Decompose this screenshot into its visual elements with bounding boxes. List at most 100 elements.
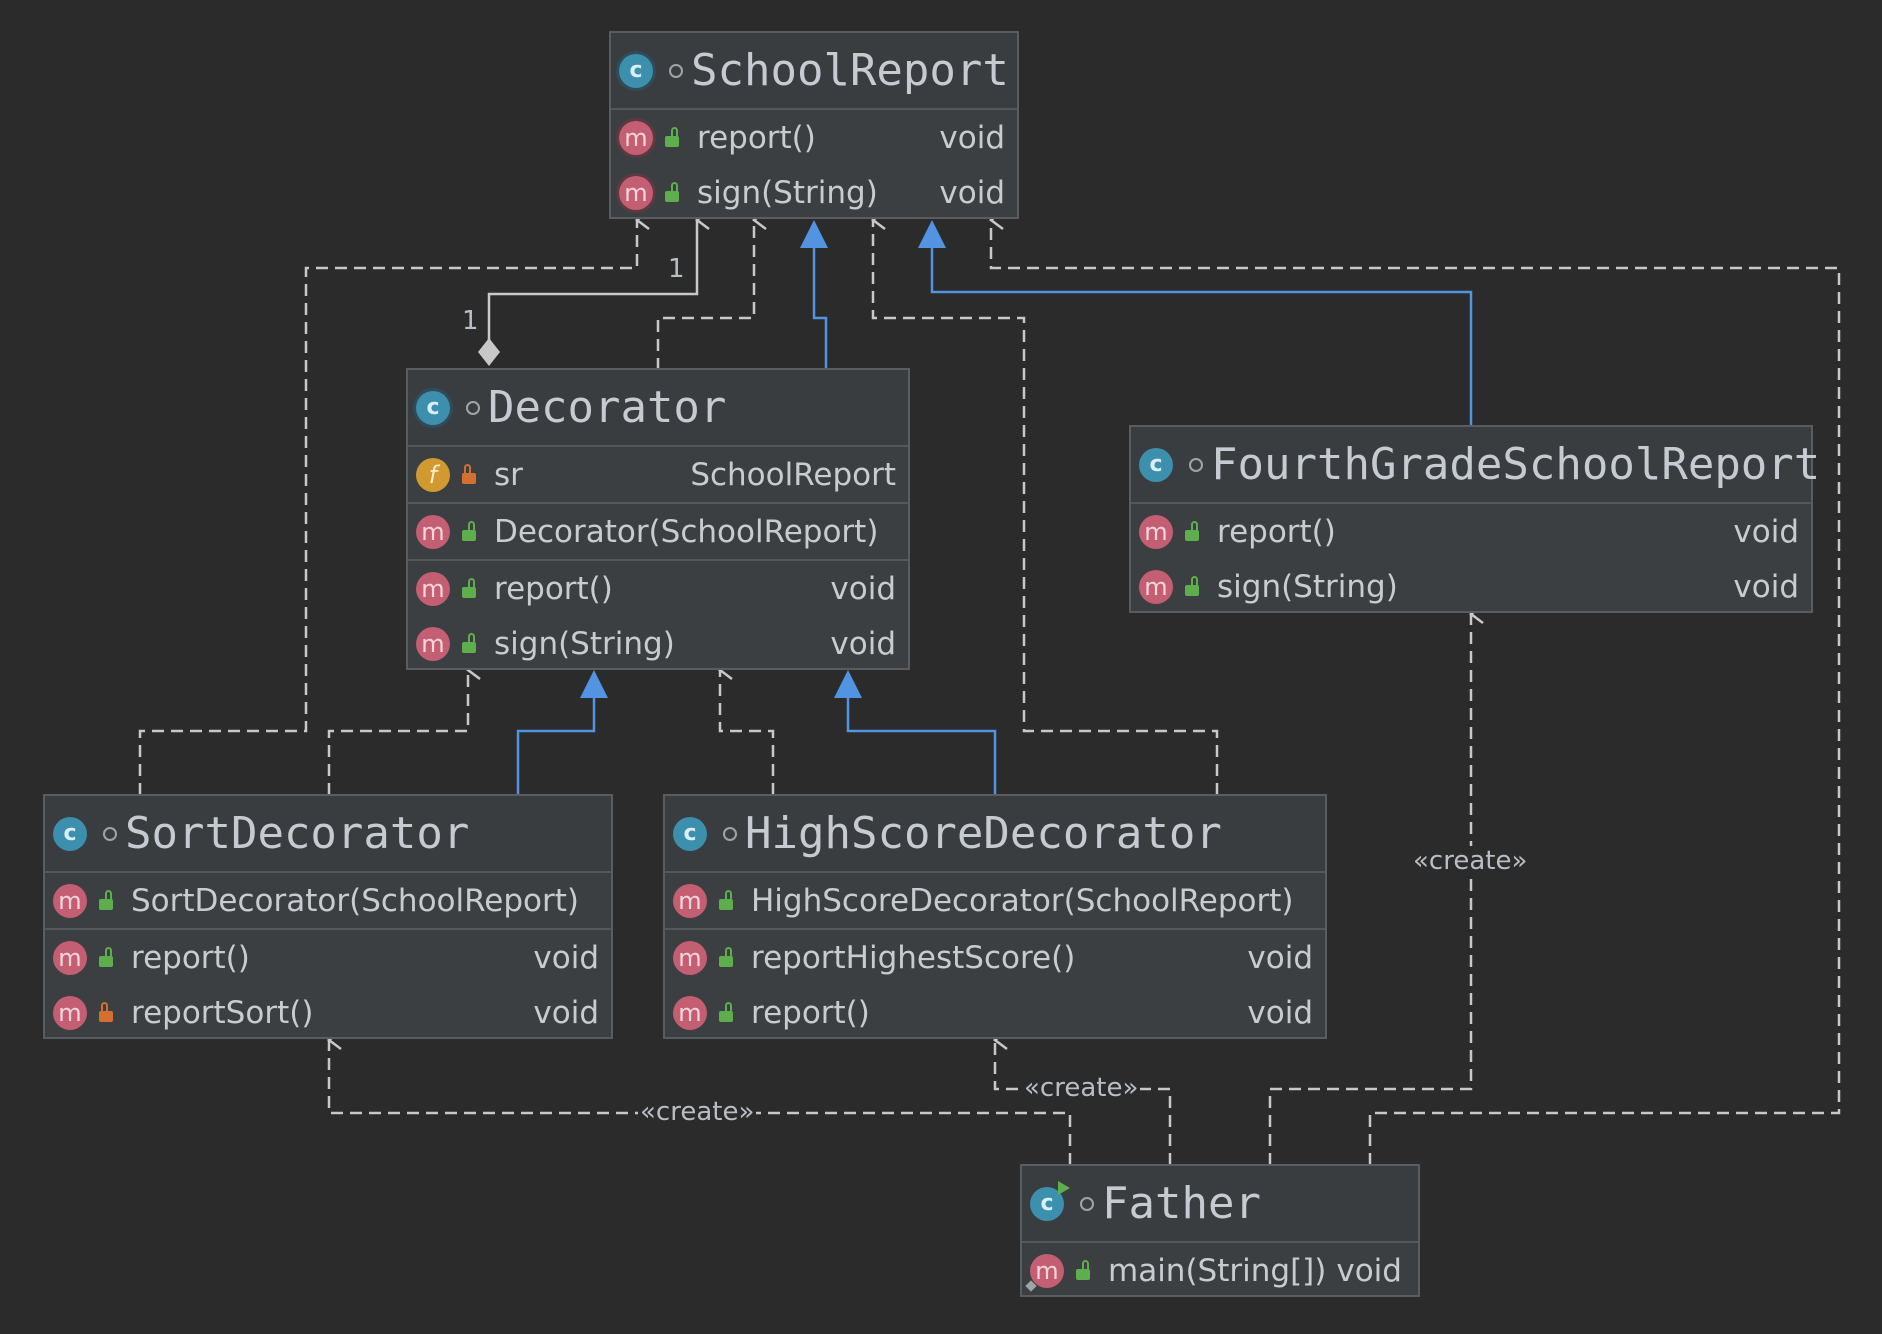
- method-row[interactable]: m sign(String) void: [611, 165, 1017, 220]
- class-name: FourthGradeSchoolReport: [1211, 439, 1821, 490]
- method-icon: m: [673, 940, 707, 975]
- methods-section: m report() void m reportSort() void: [45, 930, 611, 1040]
- methods-section: m report() void m sign(String) void: [408, 561, 908, 671]
- inherit-arrow-highscore: [834, 670, 862, 698]
- edge-decorator-extends-schoolreport: [812, 248, 828, 370]
- method-icon-letter: m: [1035, 1256, 1059, 1285]
- edge-fourthgrade-extends-schoolreport: [930, 248, 1473, 425]
- class-icon-letter: c: [1040, 1191, 1054, 1216]
- public-lock-icon: [462, 521, 476, 541]
- method-icon: m: [619, 120, 653, 155]
- method-row[interactable]: m main(String[]) void: [1022, 1243, 1418, 1298]
- method-row[interactable]: m report() void: [611, 110, 1017, 165]
- inherit-arrow-fourthgrade: [918, 220, 946, 248]
- methods-section: m report() void m sign(String) void: [1131, 504, 1811, 614]
- method-icon: m: [53, 940, 87, 975]
- methods-section: m main(String[]) void: [1022, 1243, 1418, 1298]
- method-row[interactable]: m reportSort() void: [45, 985, 611, 1040]
- class-header: c Father: [1022, 1166, 1418, 1243]
- method-name: report(): [1217, 513, 1336, 550]
- edge-highscore-extends-decorator: [846, 698, 997, 795]
- constructor-name: SortDecorator(SchoolReport): [131, 882, 579, 919]
- class-icon: c: [1139, 447, 1173, 482]
- return-type: void: [1733, 568, 1799, 605]
- methods-section: m report() void m sign(String) void: [611, 110, 1017, 220]
- method-icon: m: [53, 883, 87, 918]
- return-type: void: [830, 570, 896, 607]
- class-node-fourthgradeschoolreport[interactable]: c FourthGradeSchoolReport m report() voi…: [1129, 425, 1820, 614]
- create-label-sortdecorator: «create»: [638, 1097, 757, 1127]
- class-node-father[interactable]: c Father m main(String[]) void: [1020, 1164, 1420, 1297]
- edge-sortdecorator-to-decorator: [327, 670, 468, 795]
- field-row[interactable]: f sr SchoolReport: [408, 447, 908, 502]
- class-icon: c: [673, 816, 707, 851]
- create-label-highscore: «create»: [1022, 1073, 1141, 1103]
- return-type: void: [533, 994, 599, 1031]
- visibility-dot-icon: [103, 826, 117, 841]
- fields-section: f sr SchoolReport: [408, 447, 908, 504]
- public-lock-icon: [462, 633, 476, 653]
- class-header: c Decorator: [408, 370, 908, 447]
- visibility-dot-icon: [669, 63, 683, 78]
- class-node-schoolreport[interactable]: c SchoolReport m report() void m sign(St…: [609, 31, 1019, 219]
- method-icon: m: [673, 995, 707, 1030]
- visibility-dot-icon: [1189, 457, 1203, 472]
- class-name: SchoolReport: [691, 45, 1009, 96]
- method-name: report(): [494, 570, 613, 607]
- return-type: void: [939, 174, 1005, 211]
- method-row[interactable]: m report() void: [665, 985, 1325, 1040]
- constructor-row[interactable]: m HighScoreDecorator(SchoolReport): [665, 873, 1325, 928]
- class-name: Father: [1102, 1178, 1261, 1229]
- method-row[interactable]: m sign(String) void: [408, 616, 908, 671]
- create-label-fourthgrade: «create»: [1411, 846, 1530, 876]
- method-name: sign(String): [1217, 568, 1398, 605]
- public-lock-icon: [719, 890, 733, 910]
- constructors-section: m Decorator(SchoolReport): [408, 504, 908, 561]
- return-type: void: [1733, 513, 1799, 550]
- constructors-section: m HighScoreDecorator(SchoolReport): [665, 873, 1325, 930]
- method-name: report(): [697, 119, 816, 156]
- method-icon: m: [1139, 514, 1173, 549]
- constructor-name: HighScoreDecorator(SchoolReport): [751, 882, 1294, 919]
- class-header: c HighScoreDecorator: [665, 796, 1325, 873]
- method-name: report(): [131, 939, 250, 976]
- class-node-sortdecorator[interactable]: c SortDecorator m SortDecorator(SchoolRe…: [43, 794, 613, 1039]
- visibility-dot-icon: [466, 400, 480, 415]
- public-lock-icon: [99, 947, 113, 967]
- method-row[interactable]: m reportHighestScore() void: [665, 930, 1325, 985]
- method-row[interactable]: m report() void: [1131, 504, 1811, 559]
- static-method-icon: m: [1025, 1253, 1064, 1292]
- method-icon: m: [1139, 569, 1173, 604]
- public-lock-icon: [719, 947, 733, 967]
- inherit-arrow-sortdecorator: [580, 670, 608, 698]
- class-node-highscoredecorator[interactable]: c HighScoreDecorator m HighScoreDecorato…: [663, 794, 1327, 1039]
- method-row[interactable]: m report() void: [408, 561, 908, 616]
- methods-section: m reportHighestScore() void m report() v…: [665, 930, 1325, 1040]
- method-name: report(): [751, 994, 870, 1031]
- multiplicity-target: 1: [668, 254, 685, 284]
- visibility-dot-icon: [1080, 1196, 1094, 1211]
- constructor-row[interactable]: m Decorator(SchoolReport): [408, 504, 908, 559]
- field-icon: f: [416, 457, 450, 492]
- public-lock-icon: [665, 127, 679, 147]
- class-name: HighScoreDecorator: [745, 808, 1222, 859]
- constructor-name: Decorator(SchoolReport): [494, 513, 879, 550]
- class-icon: c: [416, 390, 450, 425]
- field-type: SchoolReport: [690, 456, 896, 493]
- edge-sortdecorator-extends-decorator: [516, 698, 596, 795]
- class-icon: c: [53, 816, 87, 851]
- method-name: main(String[]): [1108, 1252, 1327, 1289]
- return-type: void: [533, 939, 599, 976]
- private-lock-icon: [462, 464, 476, 484]
- constructor-row[interactable]: m SortDecorator(SchoolReport): [45, 873, 611, 928]
- method-row[interactable]: m sign(String) void: [1131, 559, 1811, 614]
- edge-decorator-to-schoolreport: [656, 220, 754, 370]
- method-icon: m: [416, 626, 450, 661]
- method-name: reportHighestScore(): [751, 939, 1076, 976]
- class-name: SortDecorator: [125, 808, 470, 859]
- class-node-decorator[interactable]: c Decorator f sr SchoolReport m Decorato…: [406, 368, 910, 670]
- method-name: reportSort(): [131, 994, 314, 1031]
- field-name: sr: [494, 456, 523, 493]
- method-row[interactable]: m report() void: [45, 930, 611, 985]
